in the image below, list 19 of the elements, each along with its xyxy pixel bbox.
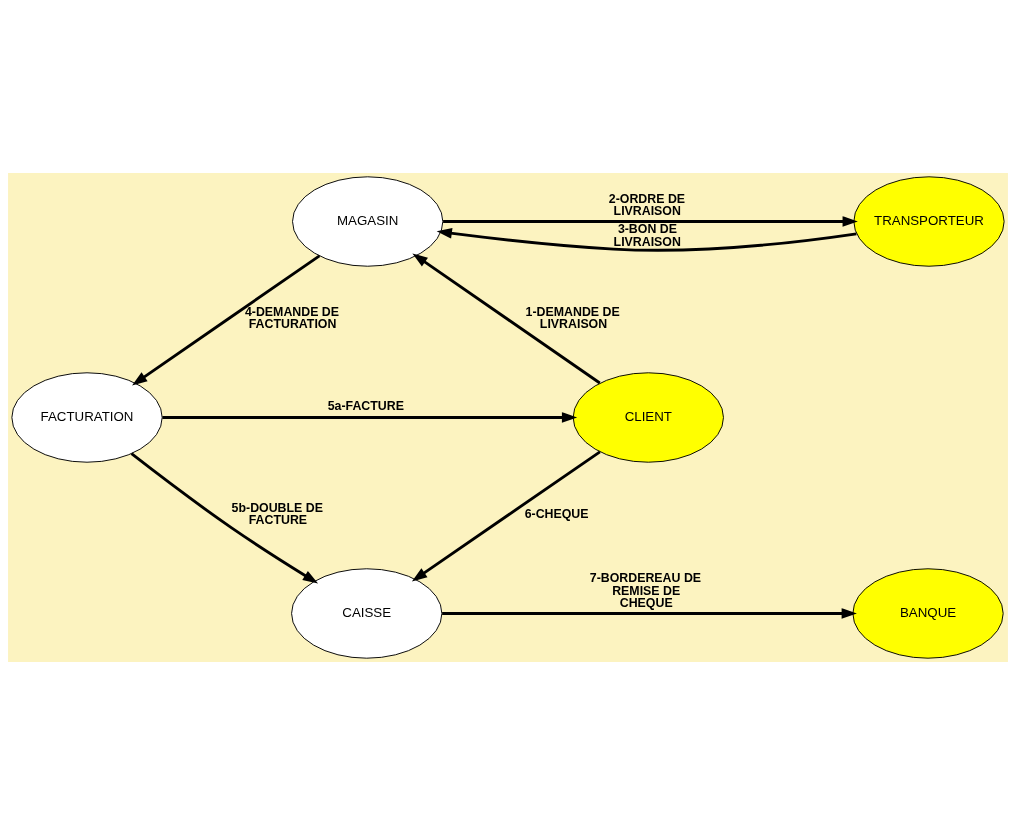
edge-label: 5a-FACTURE	[327, 398, 404, 413]
node-ellipse: BANQUE	[852, 567, 1004, 659]
edge-label: 4-DEMANDE DE FACTURATION	[244, 304, 340, 331]
arrow	[411, 450, 601, 581]
node-ellipse: CLIENT	[572, 371, 724, 463]
edge-label: 7-BORDEREAU DE REMISE DE CHEQUE	[589, 570, 702, 610]
arrow	[443, 215, 858, 227]
arrow	[442, 607, 857, 619]
arrow	[162, 411, 578, 423]
edge-label: 5b-DOUBLE DE FACTURE	[231, 500, 323, 527]
arrow	[130, 452, 319, 583]
edge-label: 3-BON DE LIVRAISON	[613, 221, 681, 249]
arrow	[412, 252, 601, 384]
edge-label: 1-DEMANDE DE LIVRAISON	[525, 304, 620, 331]
arrow	[436, 227, 857, 252]
arrow	[132, 254, 321, 385]
node-ellipse: TRANSPORTEUR	[853, 175, 1005, 267]
edge-label: 2-ORDRE DE LIVRAISON	[608, 191, 686, 218]
edge-label: 6-CHEQUE	[524, 506, 589, 521]
